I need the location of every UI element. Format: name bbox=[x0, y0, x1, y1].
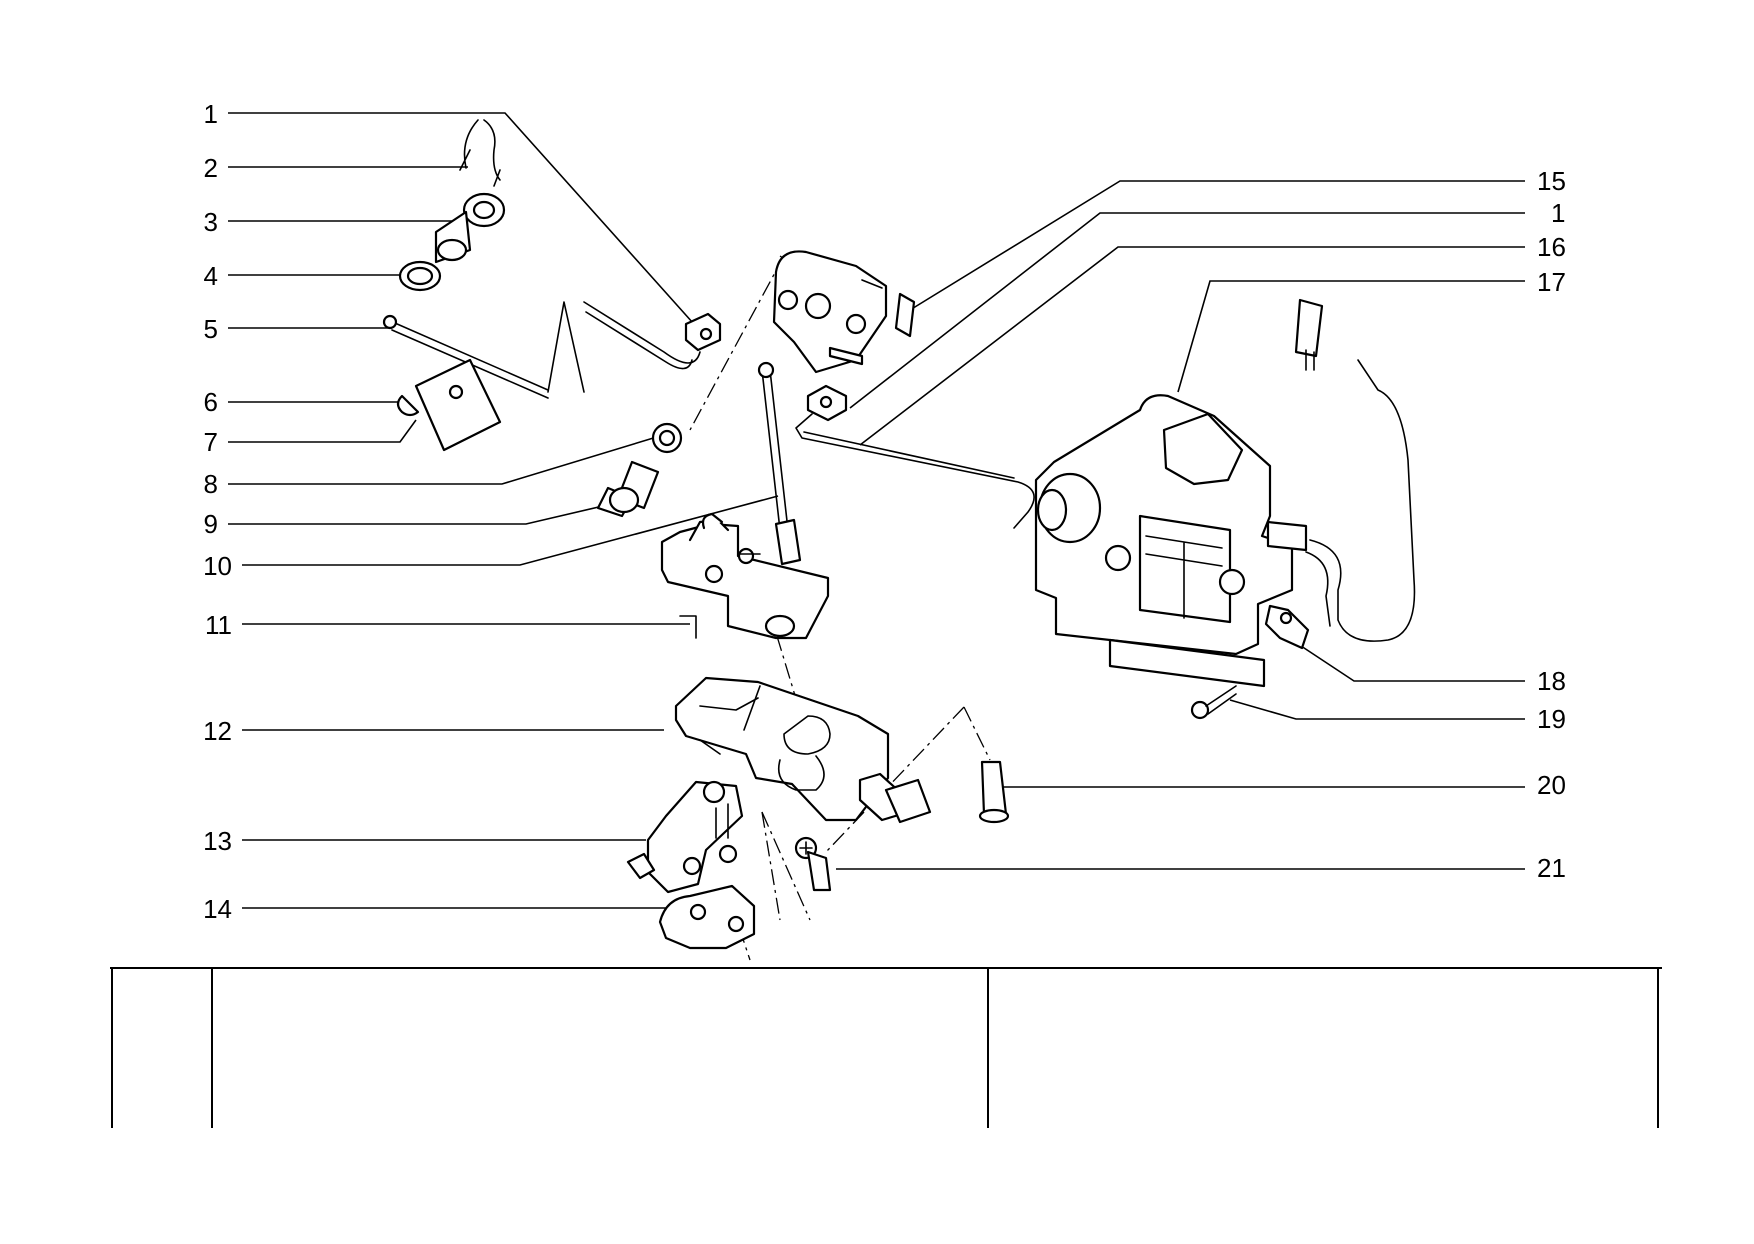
part-bolt-9 bbox=[596, 460, 660, 518]
callout-1b: 1 bbox=[1551, 198, 1565, 228]
callout-4: 4 bbox=[204, 261, 218, 291]
callout-7: 7 bbox=[204, 427, 218, 457]
callout-20: 20 bbox=[1537, 770, 1566, 800]
callout-3: 3 bbox=[204, 207, 218, 237]
part-clip-1b bbox=[806, 384, 848, 422]
callout-labels-left: 1 2 3 4 5 6 7 8 9 10 11 12 13 14 bbox=[203, 99, 232, 924]
part-lock-cylinder bbox=[434, 192, 506, 264]
callout-14: 14 bbox=[203, 894, 232, 924]
callout-10: 10 bbox=[203, 551, 232, 581]
leader-lines bbox=[228, 112, 1525, 909]
callout-21: 21 bbox=[1537, 853, 1566, 883]
part-mounting-plate-15 bbox=[772, 250, 916, 374]
callout-6: 6 bbox=[204, 387, 218, 417]
callout-13: 13 bbox=[203, 826, 232, 856]
part-spring-clip bbox=[459, 119, 501, 187]
part-screw-21 bbox=[794, 836, 832, 892]
part-lock-body-12 bbox=[674, 676, 932, 824]
part-screw-19 bbox=[1190, 685, 1237, 720]
part-shim-plate-14 bbox=[658, 884, 756, 950]
part-clip-1 bbox=[684, 312, 722, 352]
callout-17: 17 bbox=[1537, 267, 1566, 297]
part-square-pad bbox=[414, 358, 502, 452]
callout-5: 5 bbox=[204, 314, 218, 344]
part-striker-13 bbox=[626, 780, 744, 894]
callout-labels-right: 15 1 16 17 18 19 20 21 bbox=[1537, 166, 1566, 883]
callout-15: 15 bbox=[1537, 166, 1566, 196]
part-small-clip bbox=[396, 394, 420, 417]
part-toothed-washer bbox=[651, 422, 683, 454]
callout-2: 2 bbox=[204, 153, 218, 183]
part-screw-20 bbox=[978, 760, 1010, 824]
callout-16: 16 bbox=[1537, 232, 1566, 262]
callout-9: 9 bbox=[204, 509, 218, 539]
callout-11: 11 bbox=[205, 610, 232, 640]
callout-1a: 1 bbox=[204, 99, 218, 129]
part-washer bbox=[398, 260, 442, 292]
part-actuator-17 bbox=[1034, 394, 1308, 688]
part-cable bbox=[1294, 298, 1416, 642]
part-latch-bracket-11 bbox=[660, 512, 830, 640]
callout-19: 19 bbox=[1537, 704, 1566, 734]
callout-12: 12 bbox=[203, 716, 232, 746]
callout-18: 18 bbox=[1537, 666, 1566, 696]
part-link-rod-10 bbox=[757, 361, 802, 566]
callout-8: 8 bbox=[204, 469, 218, 499]
part-clip-18 bbox=[1264, 604, 1310, 650]
part-long-rod-16 bbox=[795, 413, 1035, 529]
title-block-frame bbox=[110, 967, 1662, 1128]
